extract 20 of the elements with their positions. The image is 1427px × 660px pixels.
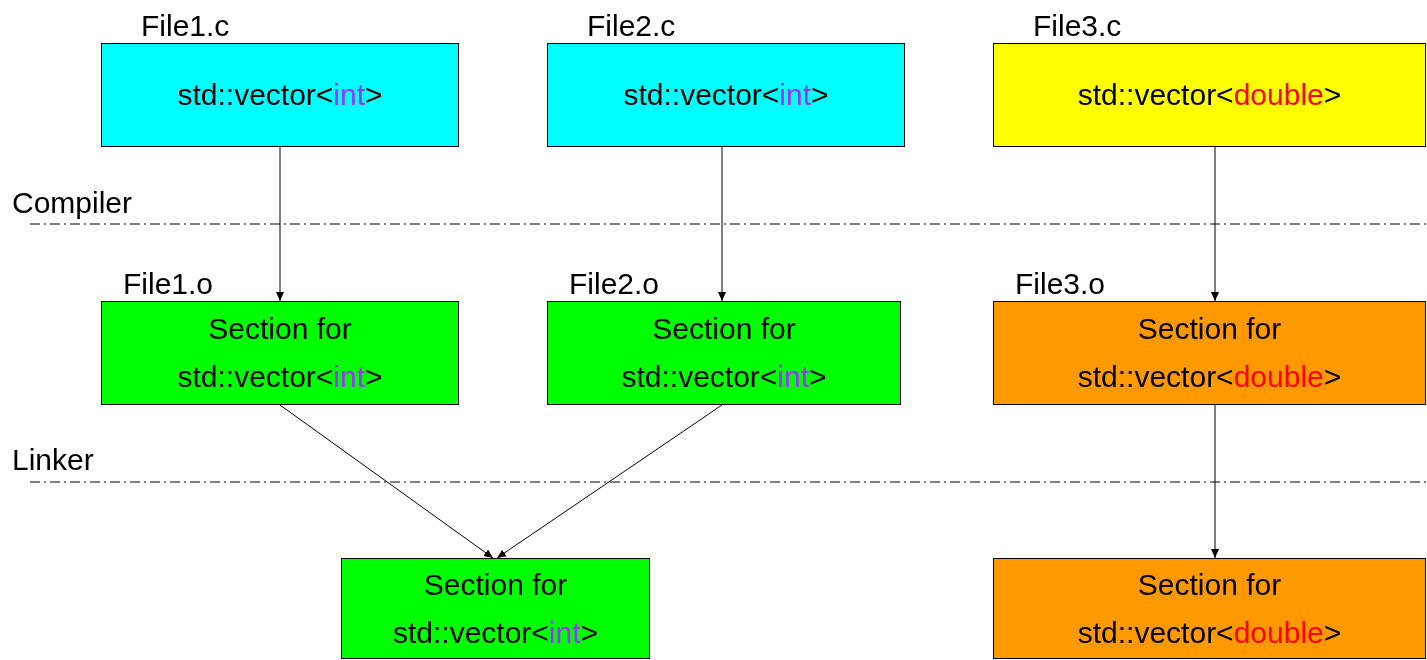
box-text: std::vector<double> [1077,77,1342,113]
arrow [1211,146,1219,302]
box-text: std::vector<int> [177,77,383,113]
file-name: File2.o [569,267,660,301]
arrow [279,404,494,559]
file-name: File3.o [1015,267,1106,301]
arrow [1211,404,1219,559]
box-text: Section for std::vector<double> [1076,311,1343,395]
arrow [496,404,723,559]
file-name: File1.c [141,9,230,43]
box-text: Section for std::vector<int> [391,566,600,651]
box-text: Section for std::vector<int> [620,311,828,395]
file-name: File2.c [587,9,676,43]
file-name: File1.o [123,267,214,301]
arrow [276,146,284,302]
box-text: std::vector<int> [623,77,829,113]
file-name: File3.c [1033,9,1122,43]
arrow [718,146,726,302]
box-text: Section for std::vector<int> [176,311,384,395]
box-text: Section for std::vector<double> [1076,566,1343,651]
